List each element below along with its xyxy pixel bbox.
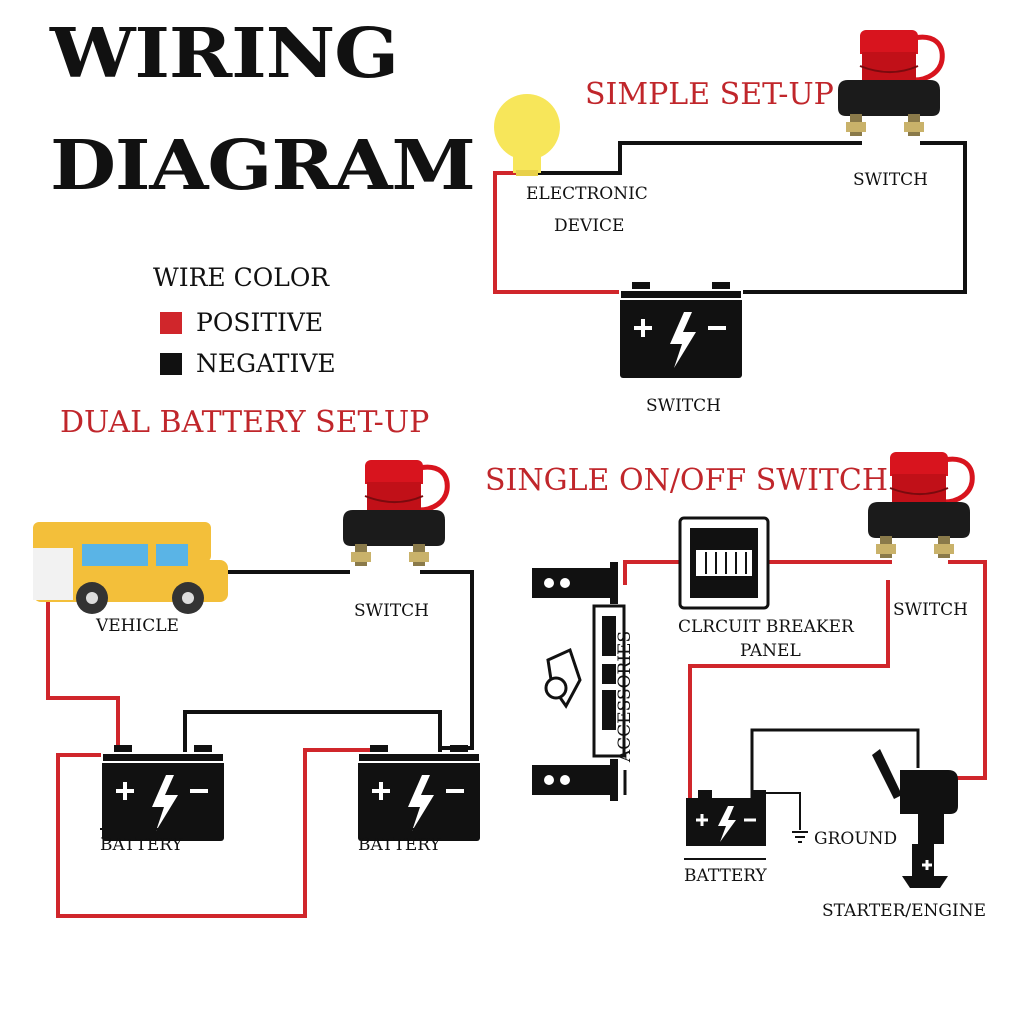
battery-1-label: BATTERY — [100, 835, 183, 855]
breaker-label-line-1: CLRCUIT BREAKER — [678, 617, 854, 637]
page-title-line-2: DIAGRAM — [50, 126, 476, 206]
accessories-label: ACCESSORIES — [615, 630, 636, 763]
simple-wire-device-switch — [520, 141, 862, 175]
legend-label-negative: NEGATIVE — [196, 349, 336, 378]
single-switch-title: SINGLE ON/OFF SWITCH — [485, 463, 889, 498]
accessory-plug-icon — [532, 562, 618, 604]
device-label-line-2: DEVICE — [554, 216, 625, 236]
legend-item-negative: NEGATIVE — [160, 351, 336, 376]
vehicle-icon — [33, 522, 228, 614]
circuit-breaker-icon — [678, 516, 770, 610]
battery-2-label: BATTERY — [358, 835, 441, 855]
device-label-line-1: ELECTRONIC — [526, 184, 648, 204]
page-title-line-1: WIRING — [50, 14, 399, 94]
simple-setup-title: SIMPLE SET-UP — [585, 77, 834, 112]
simple-setup-diagram — [493, 30, 967, 380]
dual-battery-title: DUAL BATTERY SET-UP — [60, 405, 430, 440]
simple-battery-label: SWITCH — [646, 396, 722, 416]
battery-icon — [100, 743, 226, 843]
engine-label: STARTER/ENGINE — [822, 901, 986, 921]
dual-switch-label: SWITCH — [354, 601, 430, 621]
light-bulb-icon — [494, 94, 560, 176]
legend-label-positive: POSITIVE — [196, 308, 324, 337]
switch-icon — [868, 452, 972, 558]
legend-item-positive: POSITIVE — [160, 310, 323, 335]
battery-icon — [686, 790, 766, 846]
single-switch-label: SWITCH — [893, 600, 969, 620]
dual-battery-diagram — [33, 460, 482, 918]
switch-icon — [838, 30, 942, 136]
outboard-engine-icon — [872, 749, 958, 888]
ground-label: GROUND — [814, 829, 898, 849]
battery-icon — [618, 280, 744, 380]
switch-icon — [343, 460, 447, 566]
vehicle-label: VEHICLE — [96, 616, 179, 636]
accessory-plug-icon — [532, 759, 618, 801]
simple-switch-label: SWITCH — [853, 170, 929, 190]
simple-positive-wire — [493, 171, 630, 294]
breaker-label-line-2: PANEL — [740, 641, 801, 661]
battery-icon — [356, 743, 482, 843]
accessories-panel-icon — [544, 604, 626, 758]
single-battery-label: BATTERY — [684, 866, 767, 886]
positive-swatch — [160, 311, 182, 334]
negative-swatch — [160, 352, 182, 375]
simple-negative-wire — [740, 141, 967, 294]
single-switch-diagram — [532, 452, 987, 888]
legend-title: WIRE COLOR — [153, 263, 330, 292]
